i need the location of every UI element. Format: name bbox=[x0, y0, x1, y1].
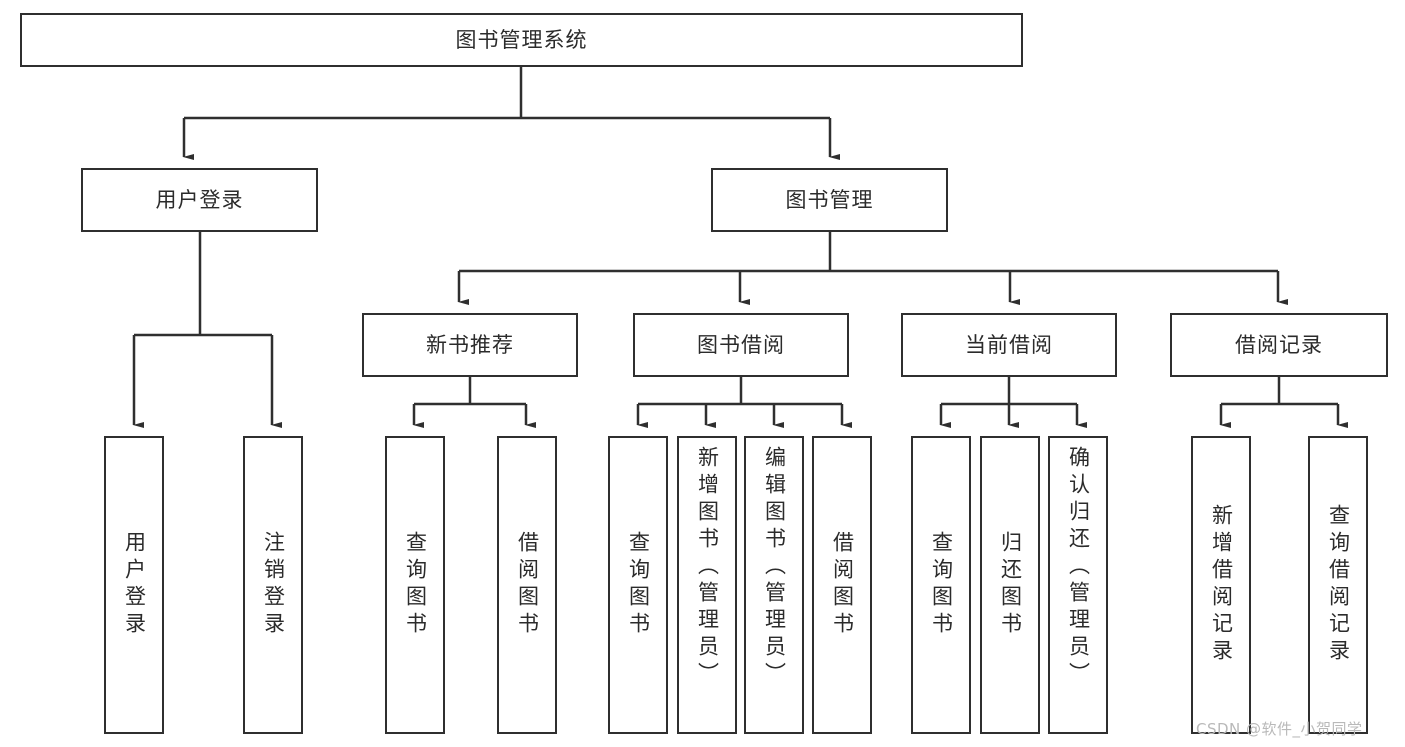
node-label: 图书借阅 bbox=[697, 332, 785, 357]
node-label: 当前借阅 bbox=[965, 332, 1053, 357]
node-new-book-recommend[interactable]: 新书推荐 bbox=[362, 313, 578, 377]
leaf-record-query-record[interactable]: 查询借阅记录 bbox=[1308, 436, 1368, 734]
node-book-borrow[interactable]: 图书借阅 bbox=[633, 313, 849, 377]
node-label: 查询图书 bbox=[929, 531, 954, 639]
leaf-current-query-book[interactable]: 查询图书 bbox=[911, 436, 971, 734]
node-label: 用户登录 bbox=[155, 187, 244, 212]
leaf-current-return-book[interactable]: 归还图书 bbox=[980, 436, 1040, 734]
node-label: 查询图书 bbox=[626, 531, 651, 639]
node-book-management[interactable]: 图书管理 bbox=[711, 168, 948, 232]
leaf-borrow-query-book[interactable]: 查询图书 bbox=[608, 436, 668, 734]
node-root-system[interactable]: 图书管理系统 bbox=[20, 13, 1023, 67]
node-label: 注销登录 bbox=[261, 531, 286, 639]
node-label: 图书管理 bbox=[785, 187, 874, 212]
node-borrow-record[interactable]: 借阅记录 bbox=[1170, 313, 1388, 377]
leaf-borrow-edit-book-admin[interactable]: 编辑图书（管理员） bbox=[744, 436, 804, 734]
leaf-user-login[interactable]: 用户登录 bbox=[104, 436, 164, 734]
leaf-borrow-add-book-admin[interactable]: 新增图书（管理员） bbox=[677, 436, 737, 734]
node-label: 查询借阅记录 bbox=[1326, 504, 1351, 666]
node-label: 编辑图书（管理员） bbox=[762, 446, 787, 689]
node-label: 归还图书 bbox=[998, 531, 1023, 639]
node-current-borrow[interactable]: 当前借阅 bbox=[901, 313, 1117, 377]
node-label: 借阅图书 bbox=[830, 531, 855, 639]
node-label: 用户登录 bbox=[122, 531, 147, 639]
node-label: 借阅图书 bbox=[515, 531, 540, 639]
leaf-newbook-borrow-book[interactable]: 借阅图书 bbox=[497, 436, 557, 734]
leaf-current-confirm-return-admin[interactable]: 确认归还（管理员） bbox=[1048, 436, 1108, 734]
node-label: 新书推荐 bbox=[426, 332, 514, 357]
leaf-record-add-record[interactable]: 新增借阅记录 bbox=[1191, 436, 1251, 734]
node-label: 查询图书 bbox=[403, 531, 428, 639]
leaf-borrow-borrow-book[interactable]: 借阅图书 bbox=[812, 436, 872, 734]
node-label: 新增图书（管理员） bbox=[695, 446, 720, 689]
node-label: 借阅记录 bbox=[1235, 332, 1323, 357]
leaf-newbook-query-book[interactable]: 查询图书 bbox=[385, 436, 445, 734]
leaf-user-logout[interactable]: 注销登录 bbox=[243, 436, 303, 734]
node-label: 确认归还（管理员） bbox=[1066, 446, 1091, 689]
watermark-csdn: CSDN @软件_小贺同学 bbox=[1196, 720, 1363, 738]
node-label: 新增借阅记录 bbox=[1209, 504, 1234, 666]
node-label: 图书管理系统 bbox=[455, 27, 588, 52]
node-user-login[interactable]: 用户登录 bbox=[81, 168, 318, 232]
